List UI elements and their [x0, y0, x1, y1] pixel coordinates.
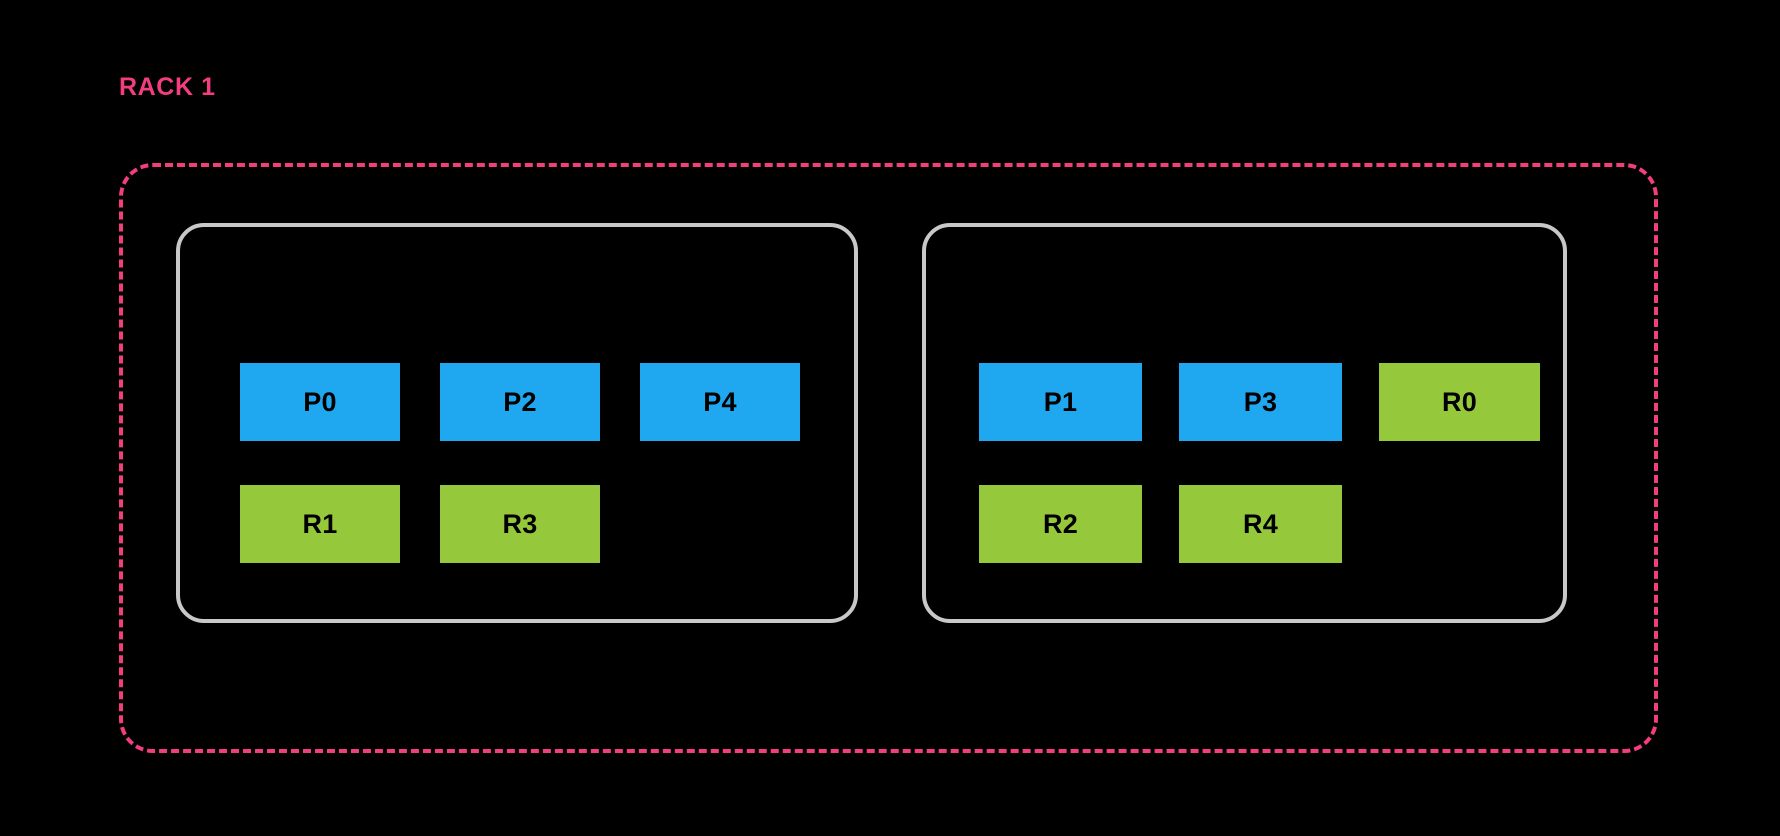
chip-r4: R4	[1179, 485, 1342, 563]
chip-r2: R2	[979, 485, 1142, 563]
rack-label: RACK 1	[119, 73, 216, 101]
chip-p3: P3	[1179, 363, 1342, 441]
chip-p1: P1	[979, 363, 1142, 441]
chip-p4: P4	[640, 363, 800, 441]
chip-r1: R1	[240, 485, 400, 563]
chip-p2: P2	[440, 363, 600, 441]
chip-r0: R0	[1379, 363, 1540, 441]
rack-boundary	[119, 163, 1658, 753]
chip-p0: P0	[240, 363, 400, 441]
chip-r3: R3	[440, 485, 600, 563]
